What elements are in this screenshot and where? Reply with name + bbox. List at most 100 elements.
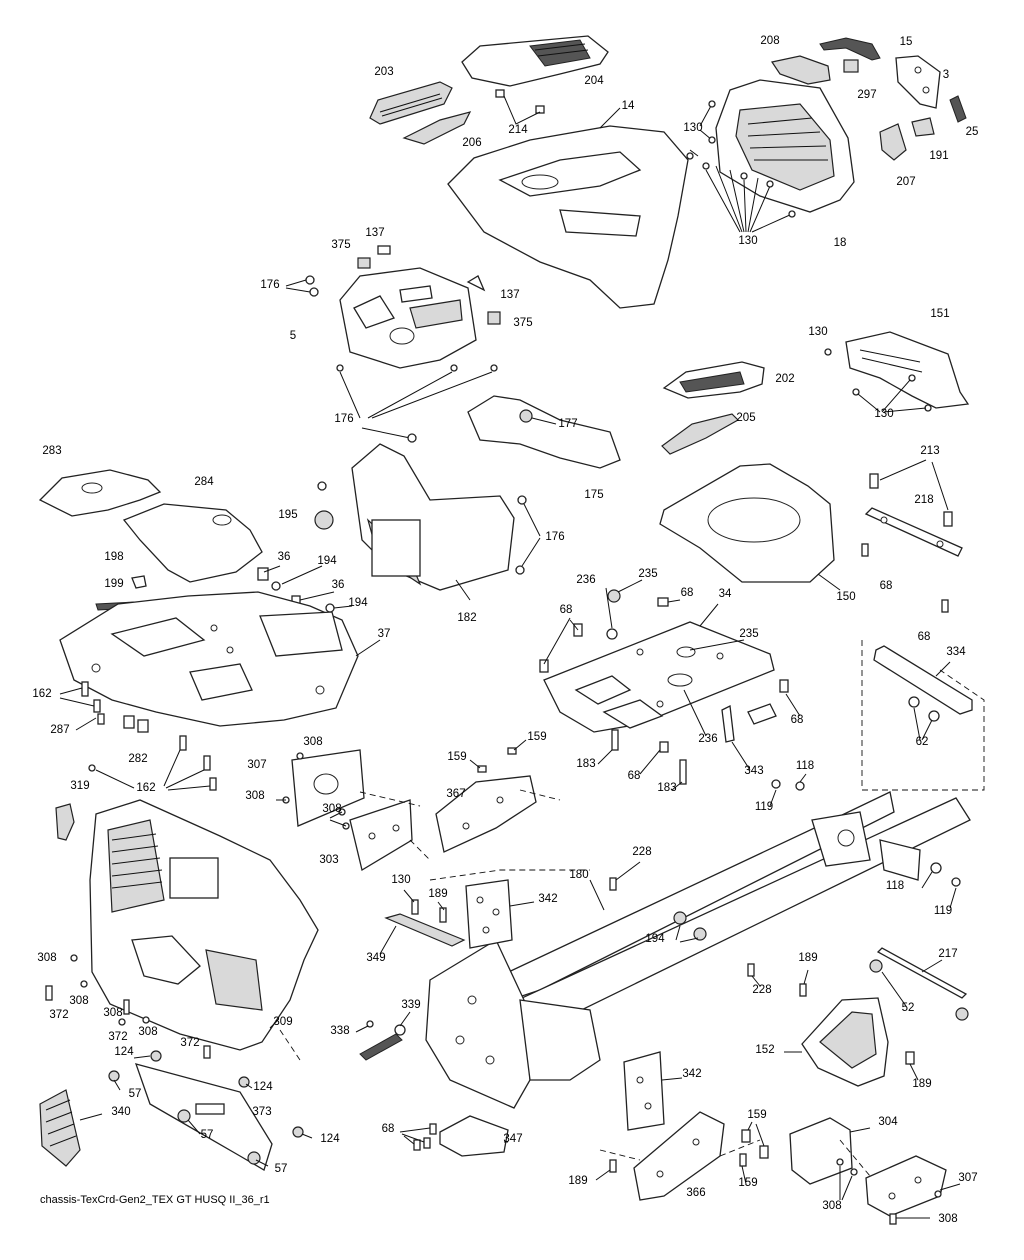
callout-37: 37 (378, 628, 391, 640)
callout-137: 137 (500, 289, 519, 301)
callout-34: 34 (719, 588, 732, 600)
callout-162: 162 (32, 688, 51, 700)
fasteners-162-287 (59, 681, 217, 791)
callout-308: 308 (245, 790, 264, 802)
callout-194: 194 (348, 597, 368, 609)
callout-14: 14 (622, 100, 635, 112)
callout-195: 195 (278, 509, 297, 521)
callout-228: 228 (632, 846, 651, 858)
callout-159: 159 (447, 751, 466, 763)
callout-282: 282 (128, 753, 147, 765)
part-367-bracket (435, 739, 537, 853)
callout-130: 130 (808, 326, 827, 338)
drawing-caption: chassis-TexCrd-Gen2_TEX GT HUSQ II_36_r1 (40, 1194, 270, 1206)
part-15-grille-strip (819, 37, 881, 61)
part-151-bracket (824, 331, 970, 413)
callout-338: 338 (330, 1025, 349, 1037)
callout-137: 137 (365, 227, 384, 239)
callout-3: 3 (943, 69, 949, 81)
part-282-clips (123, 715, 149, 733)
part-208-headlight (771, 55, 831, 85)
callout-57: 57 (129, 1088, 142, 1100)
part-334-62-rear-bracket (873, 645, 973, 741)
callout-130: 130 (391, 874, 410, 886)
part-191-clip (911, 117, 935, 137)
callout-130: 130 (683, 122, 702, 134)
callout-375: 375 (331, 239, 350, 251)
callout-307: 307 (958, 1172, 977, 1184)
callout-189: 189 (798, 952, 817, 964)
callout-180: 180 (569, 869, 588, 881)
part-36-194-hardware (257, 565, 353, 613)
callout-198: 198 (104, 551, 123, 563)
callout-68: 68 (560, 604, 573, 616)
callout-303: 303 (319, 854, 338, 866)
callout-214: 214 (508, 124, 528, 136)
callout-118: 118 (886, 880, 904, 892)
callout-342: 342 (538, 893, 557, 905)
callout-62: 62 (916, 736, 929, 748)
callout-36: 36 (332, 579, 345, 591)
callout-124: 124 (114, 1046, 134, 1058)
callout-334: 334 (946, 646, 966, 658)
fasteners-176-lower (317, 481, 541, 575)
callout-183: 183 (576, 758, 595, 770)
callout-119: 119 (934, 905, 952, 917)
callout-68: 68 (681, 587, 694, 599)
callout-375: 375 (513, 317, 532, 329)
callout-5: 5 (290, 330, 296, 342)
dashed-guide-3 (429, 789, 590, 881)
dashed-guide-2 (359, 791, 431, 861)
callout-194: 194 (645, 933, 665, 945)
part-319-clip (55, 803, 75, 841)
callout-372: 372 (180, 1037, 199, 1049)
dashed-guide-5 (279, 1029, 871, 1177)
callout-68: 68 (382, 1123, 395, 1135)
part-235-236-68-hardware (539, 579, 801, 791)
callout-162: 162 (136, 782, 155, 794)
callout-207: 207 (896, 176, 915, 188)
callout-347: 347 (503, 1133, 522, 1145)
part-14-hood (447, 107, 689, 309)
callout-235: 235 (739, 628, 758, 640)
callout-304: 304 (878, 1116, 898, 1128)
part-25-lens (949, 95, 967, 123)
part-180-main-frame (425, 791, 971, 1109)
callout-189: 189 (568, 1175, 587, 1187)
callout-372: 372 (108, 1031, 127, 1043)
callout-57: 57 (201, 1129, 214, 1141)
callout-150: 150 (836, 591, 855, 603)
callout-130: 130 (874, 408, 893, 420)
callout-308: 308 (69, 995, 88, 1007)
part-214-hood-clips (495, 89, 545, 125)
callout-151: 151 (930, 308, 949, 320)
callout-159: 159 (738, 1177, 757, 1189)
callout-308: 308 (322, 803, 341, 815)
callout-208: 208 (760, 35, 779, 47)
part-182-lower-dash (351, 443, 515, 601)
callout-189: 189 (912, 1078, 931, 1090)
callout-339: 339 (401, 999, 420, 1011)
callout-176: 176 (260, 279, 279, 291)
callout-297: 297 (857, 89, 876, 101)
callout-159: 159 (747, 1109, 766, 1121)
callout-36: 36 (278, 551, 291, 563)
callout-308: 308 (138, 1026, 157, 1038)
callout-204: 204 (584, 75, 604, 87)
part-203-hood-insert (369, 81, 453, 125)
callout-203: 203 (374, 66, 393, 78)
part-304-307-308-bracket (789, 1117, 961, 1225)
callout-199: 199 (104, 578, 123, 590)
callout-217: 217 (938, 948, 957, 960)
callout-57: 57 (275, 1163, 288, 1175)
callout-68: 68 (791, 714, 804, 726)
callout-189: 189 (428, 888, 447, 900)
callout-287: 287 (50, 724, 69, 736)
callout-206: 206 (462, 137, 481, 149)
part-307-303-bracket (276, 749, 413, 872)
part-3-bracket (895, 55, 941, 109)
part-37-rear-fender (59, 591, 381, 727)
callout-183: 183 (657, 782, 676, 794)
